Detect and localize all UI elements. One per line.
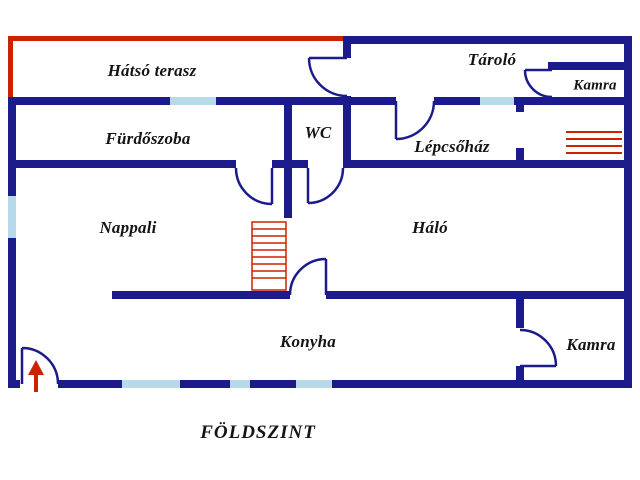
wall-bathroom-wc-divider [284, 97, 292, 218]
floor-title: FÖLDSZINT [200, 422, 316, 443]
wall-bottom [58, 380, 632, 388]
wall-left [8, 97, 16, 388]
door-arc-pantry-top [523, 68, 553, 99]
room-label-wc: WC [304, 123, 332, 142]
room-label-kamra-felso: Kamra [573, 77, 617, 94]
door-arc-terrace [307, 56, 348, 98]
wall-stairhall-nook-upper [516, 97, 524, 112]
window-living-room [8, 196, 16, 238]
room-label-kamra-also: Kamra [566, 335, 616, 354]
radiator-lines [566, 131, 622, 154]
room-label-nappali: Nappali [99, 218, 157, 237]
wall-kitchen-top-left [112, 291, 290, 299]
wall-kitchen-top-right [326, 291, 632, 299]
room-label-hatso-terasz: Hátsó terasz [107, 61, 197, 80]
door-arc-pantry-bottom [519, 328, 558, 368]
door-arc-bedroom [306, 167, 345, 205]
terrace-edge-line-left [8, 36, 13, 97]
room-label-furdoszoba: Fürdőszoba [105, 129, 191, 148]
wall-terrace-bottom-right [434, 97, 632, 105]
wall-pantry-top [548, 62, 632, 70]
wall-terrace-right-upper [343, 36, 351, 58]
room-label-konyha: Konyha [280, 332, 336, 351]
door-arc-entrance [20, 346, 60, 385]
stairs-outline [251, 221, 287, 291]
wall-top [343, 36, 632, 44]
entrance-arrow-icon [28, 360, 44, 392]
door-arc-stairhall [394, 100, 436, 141]
terrace-edge-line-top [8, 36, 347, 41]
radiator-symbol [566, 131, 622, 154]
window-stairhall [480, 97, 514, 105]
door-arc-bathroom [234, 167, 274, 206]
wall-stairhall-bottom [343, 160, 632, 168]
wall-wc-right [343, 96, 351, 162]
room-label-lepcsohaz: Lépcsőház [414, 137, 490, 156]
door-arc-kitchen [288, 257, 328, 296]
wall-right [624, 36, 632, 388]
stairs-treads [252, 228, 286, 279]
entrance-arrow-head [28, 360, 44, 375]
window-kitchen-middle [230, 380, 250, 388]
wall-kitchen-pantry-divider-lower [516, 366, 524, 388]
window-bathroom [170, 97, 216, 105]
stairs-symbol [251, 221, 287, 291]
wall-kitchen-pantry-divider-upper [516, 291, 524, 328]
wall-stairhall-nook-lower [516, 148, 524, 160]
room-label-halo: Háló [412, 218, 448, 237]
window-kitchen-right [296, 380, 332, 388]
window-kitchen-left [122, 380, 180, 388]
wall-bathroom-bottom [8, 160, 236, 168]
room-label-tarolo: Tároló [467, 50, 517, 69]
